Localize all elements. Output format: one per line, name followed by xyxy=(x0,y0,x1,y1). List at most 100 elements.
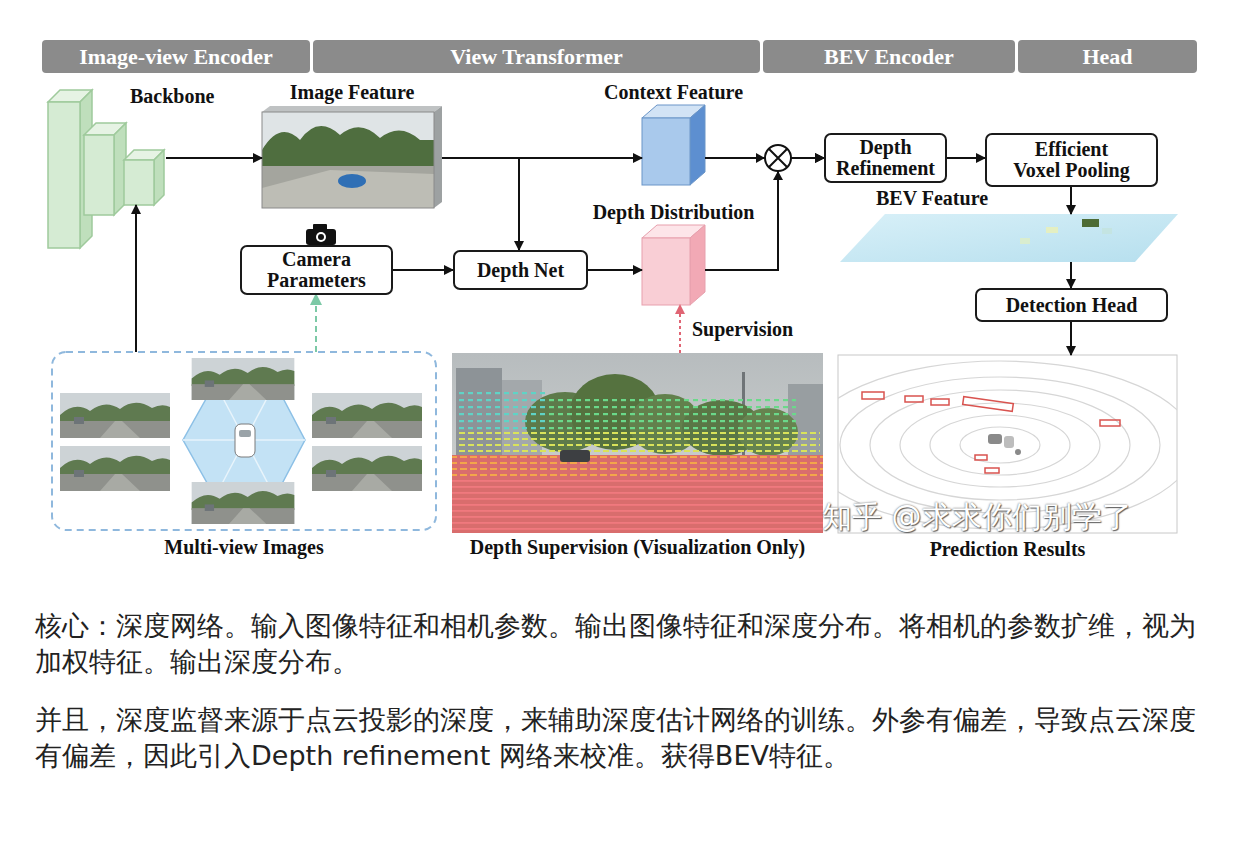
prediction-results-image xyxy=(931,399,949,405)
feature-image: Image Feature xyxy=(262,106,442,208)
backbone-blocks xyxy=(84,135,114,215)
flow-arrow xyxy=(947,157,985,159)
stage-title: Head xyxy=(1082,44,1132,70)
camera-icon xyxy=(306,229,336,245)
box-label: Depth Net xyxy=(477,260,564,281)
camera-icon xyxy=(313,224,327,230)
prediction-results-image xyxy=(988,434,1002,444)
stage-title: Image-view Encoder xyxy=(79,44,273,70)
prediction-results-image xyxy=(975,455,987,460)
multi-view-panel xyxy=(239,430,251,437)
bev-feature-plane xyxy=(840,214,1178,262)
depth-distribution-cube xyxy=(642,225,705,238)
multiply-operator xyxy=(756,145,791,180)
multi-view-panel xyxy=(312,446,422,491)
depth-supervision-image xyxy=(525,392,605,452)
stage-band: Head xyxy=(1018,40,1197,73)
multi-view-panel xyxy=(52,352,436,530)
process-box: Detection Head xyxy=(975,288,1168,322)
process-box: Efficient Voxel Pooling xyxy=(985,133,1158,187)
camera-icon xyxy=(316,232,326,242)
figure-label: Context Feature xyxy=(604,81,743,103)
backbone-blocks xyxy=(154,150,164,205)
prediction-results-image xyxy=(985,468,999,473)
stage-band: View Transformer xyxy=(313,40,760,73)
image-feature-photo xyxy=(338,174,366,188)
backbone-figure: Backbone xyxy=(48,88,166,205)
body-paragraph: 核心：深度网络。输入图像特征和相机参数。输出图像特征和深度分布。将相机的参数扩维… xyxy=(35,608,1210,680)
figure-label: Depth Supervision (Visualization Only) xyxy=(470,536,805,558)
figure-label: Prediction Results xyxy=(930,538,1086,560)
image-feature-photo xyxy=(262,112,434,208)
stage-title: View Transformer xyxy=(450,44,623,70)
prediction-results-image xyxy=(1004,436,1014,448)
multi-view-panel xyxy=(192,358,295,400)
image-feature-photo xyxy=(434,106,442,208)
flow-arrow xyxy=(705,157,824,159)
backbone-blocks xyxy=(114,123,126,215)
prediction-results-image xyxy=(930,415,1070,475)
bev-feature-plane xyxy=(840,214,1178,262)
process-box: Camera Parameters xyxy=(240,245,393,295)
figure-label: Backbone xyxy=(130,85,214,107)
bev-plane: BEV Feature xyxy=(840,214,1178,262)
depth-supervision-image xyxy=(629,394,701,454)
depth-supervision-image xyxy=(452,476,823,533)
flow-arrow xyxy=(393,269,453,271)
prediction-results-image xyxy=(870,390,1130,500)
depth-supervision-image xyxy=(452,455,823,533)
flow-arrow xyxy=(679,305,681,353)
backbone-blocks xyxy=(80,90,92,248)
depth-image: Depth Supervision (Visualization Only) xyxy=(452,353,823,533)
prediction-results-image xyxy=(1015,449,1021,455)
multi-view-panel xyxy=(183,383,305,497)
bev-feature-plane xyxy=(1046,227,1058,233)
context-feature-cube xyxy=(690,105,705,185)
box-label: Detection Head xyxy=(1006,295,1138,316)
image-feature-photo xyxy=(262,106,442,112)
multi-view-panel xyxy=(52,352,436,530)
image-feature-photo xyxy=(262,106,442,208)
multi-view-panel xyxy=(60,446,170,491)
depth-distribution-cube xyxy=(690,225,705,305)
prediction-results-image xyxy=(840,377,1160,513)
context-feature-cube xyxy=(642,105,705,185)
image-feature-photo xyxy=(262,112,434,208)
stage-band: Image-view Encoder xyxy=(42,40,310,73)
image-feature-photo xyxy=(262,112,434,208)
prediction-results-image xyxy=(905,396,923,402)
box-label: Efficient Voxel Pooling xyxy=(1011,139,1133,181)
backbone-blocks xyxy=(124,150,164,160)
depth-supervision-image xyxy=(502,380,542,460)
flow-arrow xyxy=(442,158,519,250)
prediction-results-image xyxy=(862,392,1120,473)
depth-supervision-image xyxy=(452,454,823,476)
multiply-operator xyxy=(769,149,787,167)
figure-label: Multi-view Images xyxy=(164,536,323,558)
watermark: 知乎 @求求你们别学了 xyxy=(822,497,1132,538)
flow-arrow xyxy=(1070,262,1072,288)
depth-supervision-image xyxy=(788,384,823,460)
backbone-blocks xyxy=(84,123,126,135)
depth-supervision-image xyxy=(452,353,823,533)
image-feature-photo xyxy=(262,166,434,208)
image-panel: Multi-view Images xyxy=(52,352,436,530)
figure-label: Depth Distribution xyxy=(593,201,755,223)
prediction-results-image xyxy=(988,434,1021,455)
edge-label: Supervision xyxy=(690,318,795,341)
depth-supervision-image xyxy=(546,398,796,432)
process-box: Depth Refinement xyxy=(824,133,947,183)
depth-supervision-image xyxy=(738,408,798,456)
multi-view-panel xyxy=(192,482,295,524)
depth-supervision-image xyxy=(742,372,745,462)
depth-supervision-image xyxy=(452,353,823,533)
backbone-blocks xyxy=(48,90,164,248)
bev-feature-plane xyxy=(1102,228,1112,234)
stage-band: BEV Encoder xyxy=(763,40,1015,73)
depth-distribution-cube xyxy=(642,238,690,305)
figure-label: BEV Feature xyxy=(876,187,988,209)
prediction-results-image xyxy=(963,397,1014,412)
bev-feature-plane xyxy=(1020,238,1030,244)
multi-view-panel xyxy=(235,424,255,457)
